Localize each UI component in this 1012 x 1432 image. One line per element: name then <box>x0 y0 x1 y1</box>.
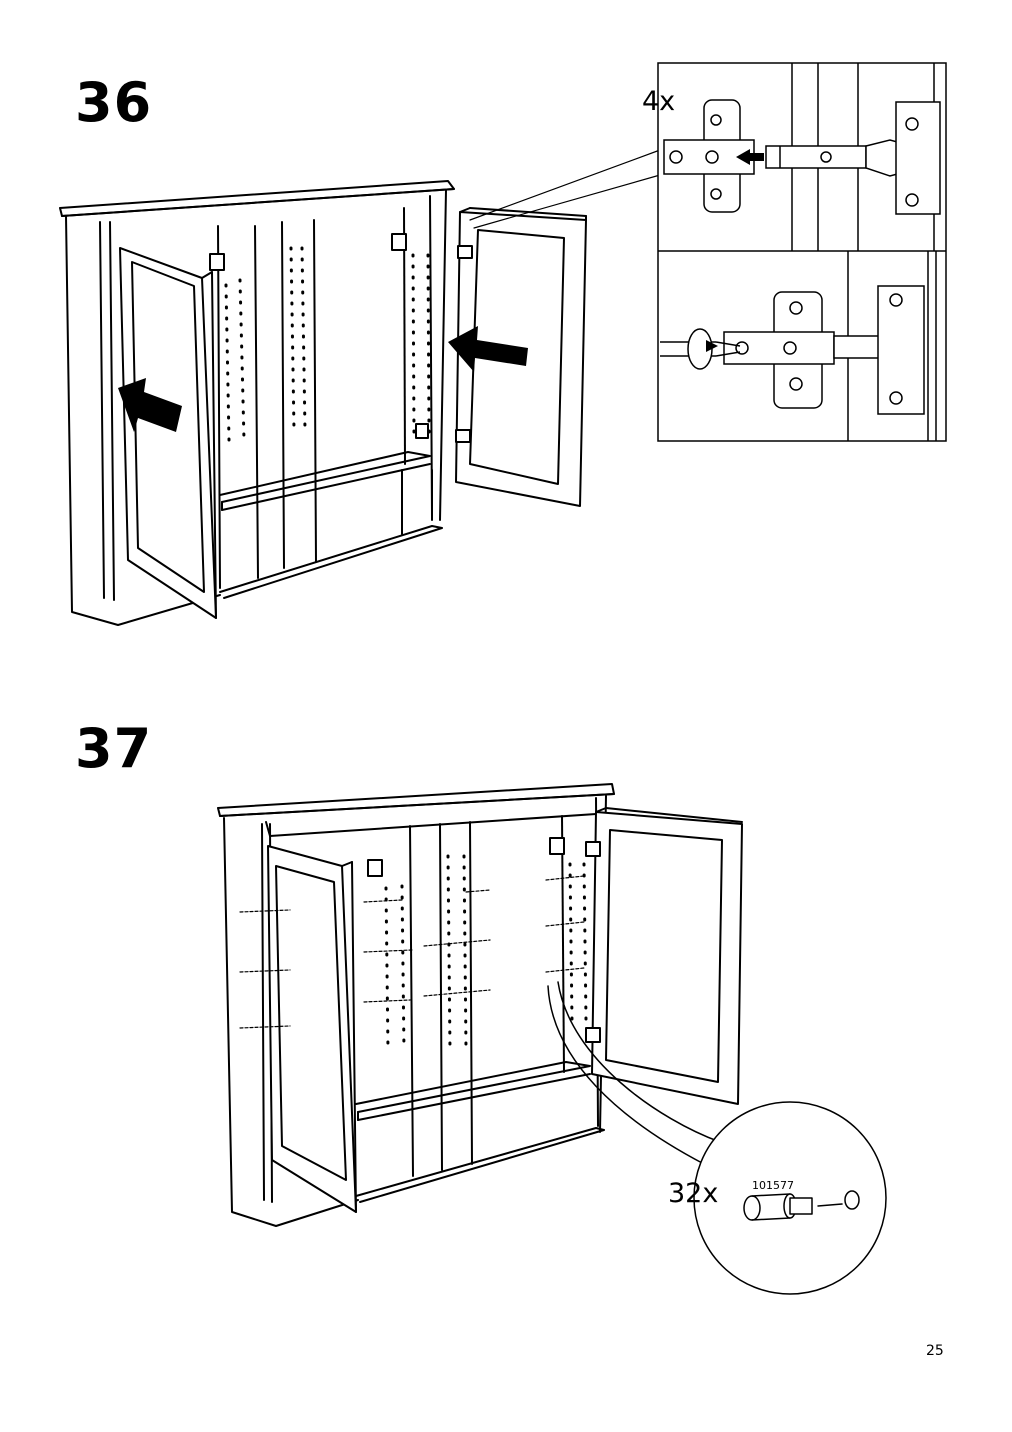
shelf-pin-part-icon <box>744 1191 859 1220</box>
hinge-37-1 <box>368 860 382 876</box>
shelf-pin-holes-37 <box>386 856 586 1050</box>
callout-line-2 <box>548 986 704 1164</box>
right-lower-hinge-plate <box>416 424 428 438</box>
detail-leader-1 <box>470 150 660 220</box>
detail-leader-2 <box>474 175 660 228</box>
step-36-quantity: 4x <box>642 86 676 117</box>
hinge-37-4 <box>586 1028 600 1042</box>
right-upper-hinge-plate <box>392 234 406 250</box>
step-37-number: 37 <box>75 717 153 780</box>
right-door-37 <box>592 808 742 1104</box>
step-36-number: 36 <box>75 71 153 134</box>
right-arrow <box>448 326 528 372</box>
rotate-arrow <box>706 340 718 352</box>
mounting-plate-icon-2 <box>724 292 834 408</box>
callout-line-1 <box>558 982 720 1142</box>
page-number: 25 <box>926 1343 944 1359</box>
shelf-pin-holes <box>226 248 429 440</box>
hinge-arm-icon <box>766 102 940 214</box>
part-number: 101577 <box>752 1179 794 1192</box>
left-arrow <box>118 378 182 432</box>
cabinet-body <box>66 190 446 625</box>
mounting-plate-icon <box>664 100 754 212</box>
hinge-37-3 <box>586 842 600 856</box>
step-37-quantity: 32x <box>668 1178 719 1209</box>
left-door <box>120 248 216 618</box>
cabinet-top-37 <box>218 784 614 816</box>
shelf-pins <box>240 876 584 1028</box>
hinge-arm-icon-2 <box>834 286 924 414</box>
hinge-detail-box <box>658 63 946 441</box>
door-upper-hinge <box>458 246 472 258</box>
cabinet-top <box>60 181 454 216</box>
left-door-37 <box>268 846 356 1212</box>
step-36-illustration <box>0 0 1012 700</box>
left-hinge-plate <box>210 254 224 270</box>
hinge-37-2 <box>550 838 564 854</box>
door-lower-hinge <box>456 430 470 442</box>
insert-arrow <box>736 149 764 165</box>
